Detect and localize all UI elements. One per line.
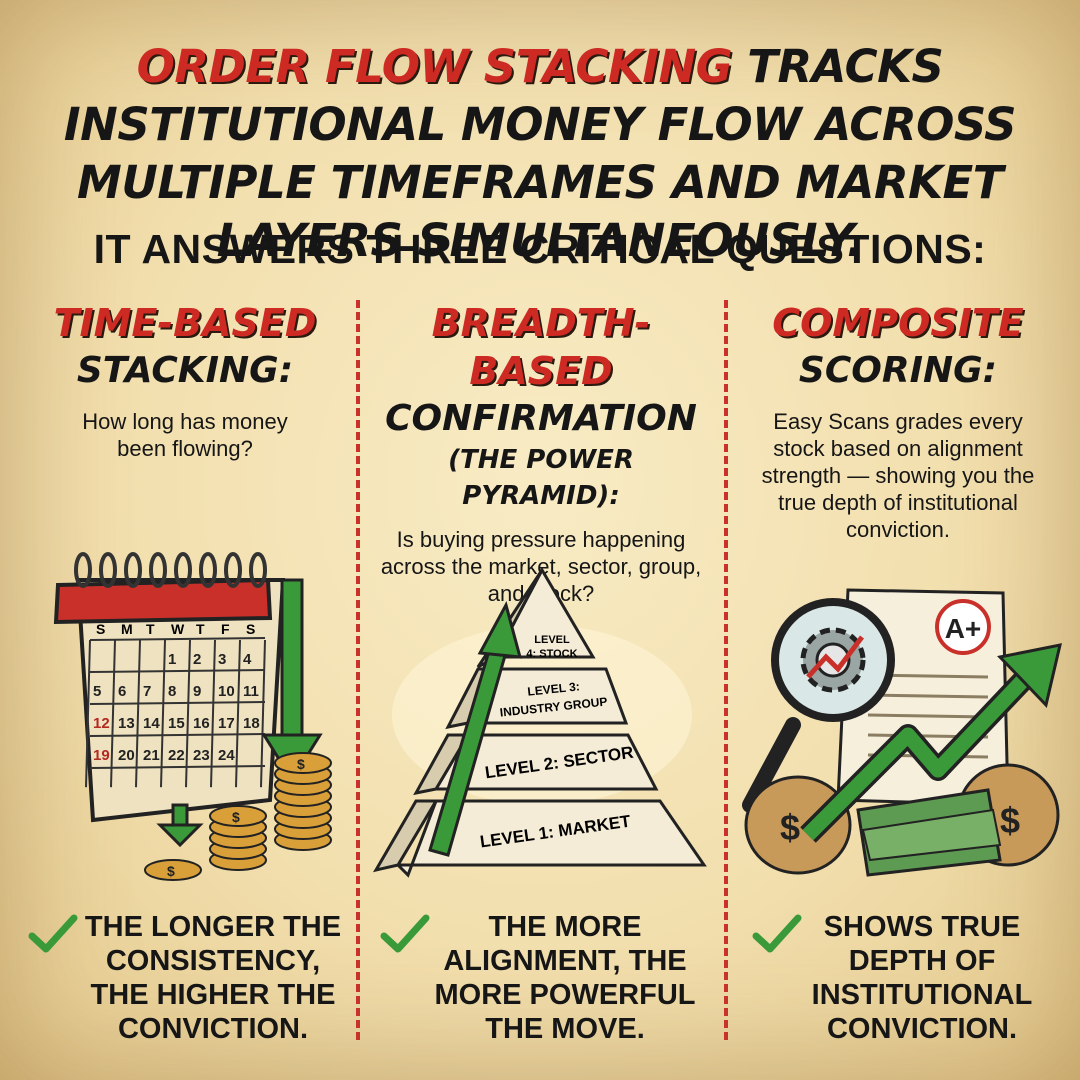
calendar-day-header: T bbox=[196, 621, 205, 637]
column-title-red: TIME-BASED bbox=[53, 301, 317, 345]
column-question: Easy Scans grades every stock based on a… bbox=[761, 409, 1035, 542]
bag-dollar: $ bbox=[1000, 800, 1020, 841]
calendar-day-header: W bbox=[171, 621, 185, 637]
coin-dollar: $ bbox=[232, 809, 240, 825]
headline-rest: TRACKS INSTITUTIONAL MONEY FLOW ACROSS M… bbox=[63, 40, 1017, 267]
calendar-date: 23 bbox=[193, 747, 210, 764]
calendar-date: 4 bbox=[243, 651, 252, 668]
calendar-date: 17 bbox=[218, 715, 235, 732]
arrow-up-icon bbox=[428, 600, 523, 857]
takeaway-breadth-based: THE MORE ALIGNMENT, THE MORE POWERFUL TH… bbox=[380, 910, 700, 1046]
trend-arrow-icon bbox=[800, 643, 1062, 843]
calendar-date: 1 bbox=[168, 651, 176, 668]
bag-dollar: $ bbox=[780, 807, 800, 848]
column-time-based: TIME-BASED STACKING: How long has money … bbox=[30, 300, 340, 462]
calendar-day-header: T bbox=[146, 621, 155, 637]
calendar-date: 12 bbox=[93, 715, 110, 732]
calendar-date: 22 bbox=[168, 747, 185, 764]
calendar-day-header: F bbox=[221, 621, 230, 637]
calendar-date: 7 bbox=[143, 683, 151, 700]
checkmark-icon bbox=[752, 914, 802, 953]
calendar-date: 9 bbox=[193, 683, 201, 700]
subhead: IT ANSWERS THREE CRITICAL QUESTIONS: bbox=[93, 226, 987, 272]
calendar-date: 8 bbox=[168, 683, 176, 700]
calendar-date: 14 bbox=[143, 715, 160, 732]
checkmark-icon bbox=[28, 914, 78, 953]
takeaway-text: SHOWS TRUE DEPTH OF INSTITUTIONAL CONVIC… bbox=[811, 911, 1033, 1045]
column-title: TIME-BASED STACKING: bbox=[30, 300, 340, 394]
takeaway-time-based: THE LONGER THE CONSISTENCY, THE HIGHER T… bbox=[28, 910, 348, 1046]
calendar-day-header: S bbox=[96, 621, 105, 637]
takeaway-text: THE MORE ALIGNMENT, THE MORE POWERFUL TH… bbox=[434, 911, 696, 1045]
calendar-date: 18 bbox=[243, 715, 260, 732]
column-divider-left bbox=[356, 300, 360, 1040]
money-bags-icon: $ $ bbox=[744, 763, 1060, 877]
calendar-date: 6 bbox=[118, 683, 126, 700]
column-composite: COMPOSITE SCORING: Easy Scans grades eve… bbox=[736, 300, 1060, 543]
calendar-date: 5 bbox=[93, 683, 101, 700]
calendar-day-header: S bbox=[246, 621, 255, 637]
column-breadth-based: BREADTH-BASED CONFIRMATION (THE POWER PY… bbox=[366, 300, 716, 607]
coin-dollar: $ bbox=[167, 863, 175, 879]
column-title-black: STACKING: bbox=[76, 350, 294, 391]
takeaway-composite: SHOWS TRUE DEPTH OF INSTITUTIONAL CONVIC… bbox=[752, 910, 1042, 1046]
headline: ORDER FLOW STACKING TRACKS INSTITUTIONAL… bbox=[20, 38, 1060, 270]
column-title: BREADTH-BASED CONFIRMATION (THE POWER PY… bbox=[366, 300, 716, 514]
pyramid-level-3-label: LEVEL 3: bbox=[527, 679, 581, 698]
coin-stacks-icon: $ $ $ bbox=[144, 752, 332, 881]
calendar-date: 13 bbox=[118, 715, 135, 732]
pyramid-level-4-label: LEVEL bbox=[534, 634, 570, 646]
calendar-date: 21 bbox=[143, 747, 160, 764]
headline-highlight: ORDER FLOW STACKING bbox=[136, 40, 733, 93]
calendar-date: 24 bbox=[218, 747, 235, 764]
takeaway-text: THE LONGER THE CONSISTENCY, THE HIGHER T… bbox=[84, 911, 342, 1045]
grade-badge: A+ bbox=[945, 613, 982, 644]
calendar-date: 3 bbox=[218, 651, 226, 668]
column-divider-right bbox=[724, 300, 728, 1040]
coin-dollar: $ bbox=[297, 756, 305, 772]
magnifier-gear-icon bbox=[742, 598, 895, 813]
column-title-red: BREADTH-BASED bbox=[431, 301, 651, 393]
pyramid-level-4-name: 4: STOCK bbox=[526, 648, 577, 660]
column-title-red: COMPOSITE bbox=[772, 301, 1024, 345]
checkmark-icon bbox=[380, 914, 430, 953]
calendar-date: 16 bbox=[193, 715, 210, 732]
calendar-date: 2 bbox=[193, 651, 201, 668]
calendar-date: 10 bbox=[218, 683, 235, 700]
column-question: How long has money been flowing? bbox=[82, 409, 288, 461]
calendar-date: 11 bbox=[243, 683, 259, 700]
column-title-sub: (THE POWER PYRAMID): bbox=[448, 445, 634, 511]
column-title-black: CONFIRMATION bbox=[385, 398, 697, 439]
power-pyramid-illustration: LEVEL 1: MARKET LEVEL 2: SECTOR LEVEL 3:… bbox=[372, 566, 707, 878]
column-title: COMPOSITE SCORING: bbox=[736, 300, 1060, 394]
calendar-date: 19 bbox=[93, 747, 110, 764]
column-title-black: SCORING: bbox=[798, 350, 998, 391]
scoring-illustration: A+ $ $ bbox=[742, 588, 1062, 877]
pyramid-icon bbox=[372, 566, 707, 878]
calendar-day-header: M bbox=[121, 621, 133, 637]
calendar-date: 20 bbox=[118, 747, 135, 764]
calendar-date: 15 bbox=[168, 715, 185, 732]
